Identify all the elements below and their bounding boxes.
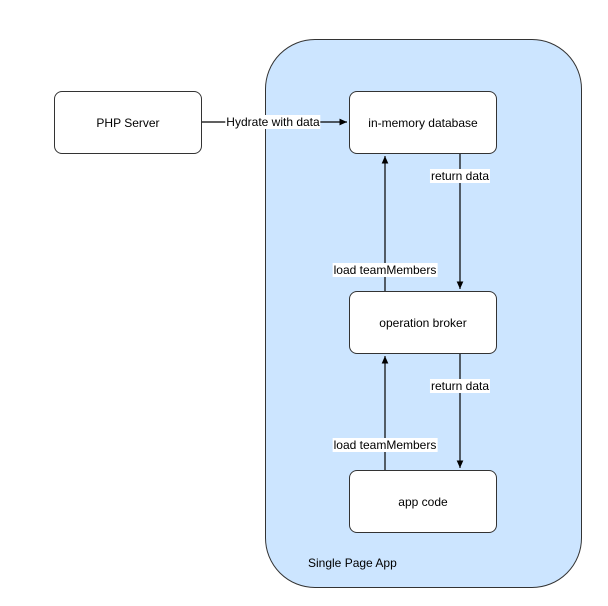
edge-label-app-load: load teamMembers <box>332 438 438 452</box>
in-memory-database-node: in-memory database <box>349 91 497 154</box>
edge-label-db-return: return data <box>429 169 491 183</box>
app-code-node: app code <box>349 470 497 533</box>
edge-label-ob-load: load teamMembers <box>332 263 438 277</box>
edge-label-ob-return: return data <box>429 379 491 393</box>
edge-label-hydrate: Hydrate with data <box>225 115 321 129</box>
php-server-node: PHP Server <box>54 91 202 154</box>
single-page-app-label: Single Page App <box>308 556 397 570</box>
operation-broker-node: operation broker <box>349 291 497 354</box>
